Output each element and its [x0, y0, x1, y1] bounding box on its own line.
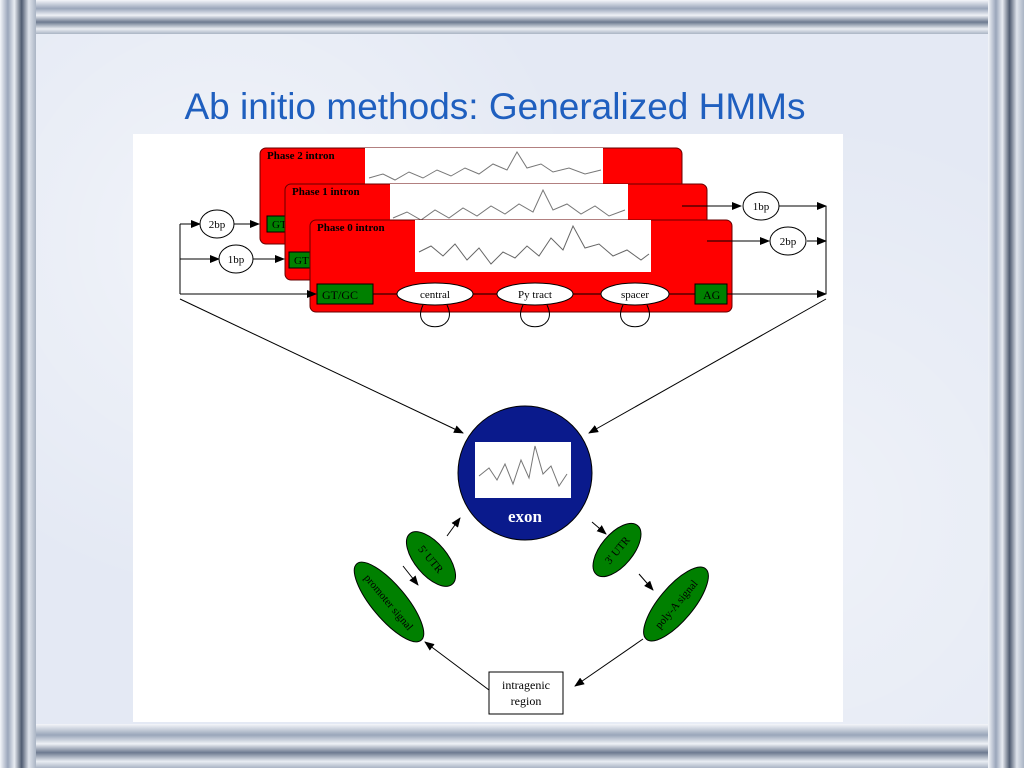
svg-text:intragenic: intragenic: [502, 678, 550, 692]
left-1bp-node: 1bp: [228, 254, 245, 266]
five-prime-utr-node: 5' UTR: [406, 531, 456, 587]
phase-2-intron-label: Phase 2 intron: [267, 150, 335, 162]
svg-text:region: region: [511, 694, 542, 708]
exon-signal-trace: [478, 445, 568, 488]
phase-0-signal-trace: [418, 224, 650, 265]
ghmm-diagram: Phase 2 intron GT Phase 1 intron GT Phas…: [179, 147, 827, 715]
left-2bp-node: 2bp: [209, 219, 226, 231]
phase-1-intron-label: Phase 1 intron: [292, 186, 360, 198]
self-loops: [420, 304, 650, 328]
phase-2-signal-trace: [368, 151, 602, 181]
phase-0-intron-panel: Phase 0 intron GT/GC AG central Py tract…: [309, 219, 733, 313]
right-2bp-node: 2bp: [780, 236, 797, 248]
ghmm-figure: Phase 2 intron GT Phase 1 intron GT Phas…: [133, 134, 843, 722]
central-state: central: [420, 289, 450, 301]
left-inputs: [179, 220, 317, 298]
intron-exon-links: [179, 298, 827, 434]
gene-path-arrows: [402, 517, 654, 691]
phase-2-gt-tag: GT: [272, 219, 287, 231]
phase-1-gt-tag: GT: [294, 255, 309, 267]
phase-0-intron-label: Phase 0 intron: [317, 222, 385, 234]
exon-label: exon: [508, 507, 543, 526]
frame-top-bar: [0, 0, 1024, 34]
right-1bp-node: 1bp: [753, 201, 770, 213]
right-outputs: [682, 202, 827, 298]
frame-bottom-bar: [0, 724, 1024, 768]
py-tract-state: Py tract: [518, 289, 552, 301]
frame-right-bar: [988, 0, 1024, 768]
exon-state: exon: [457, 405, 593, 541]
three-prime-utr-node: 3' UTR: [592, 522, 642, 578]
phase-1-signal-trace: [392, 188, 626, 221]
ag-acceptor: AG: [703, 288, 721, 302]
poly-a-signal-node: poly-A signal: [643, 566, 709, 642]
spacer-state: spacer: [621, 289, 649, 301]
frame-left-bar: [0, 0, 36, 768]
slide-title: Ab initio methods: Generalized HMMs: [184, 86, 806, 127]
intragenic-region-box: intragenic region: [488, 671, 564, 715]
gt-gc-donor: GT/GC: [322, 288, 358, 302]
